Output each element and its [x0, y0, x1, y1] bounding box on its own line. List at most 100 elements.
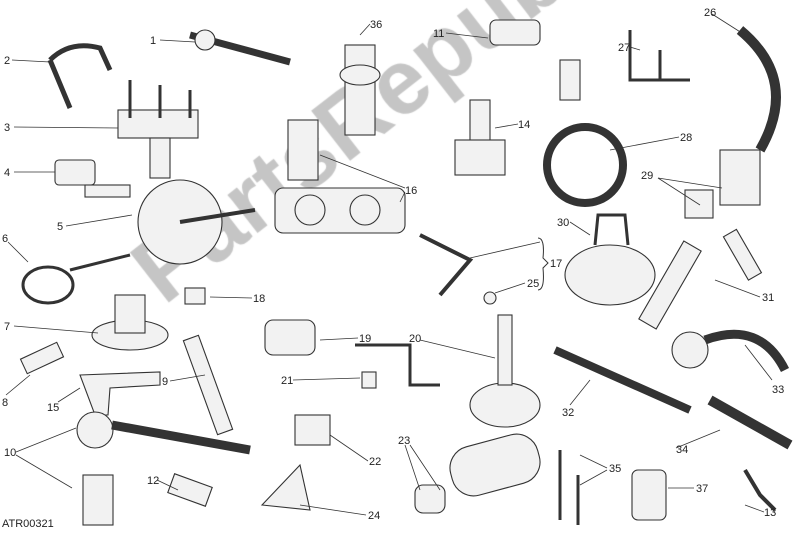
tool-6-strap	[21, 265, 75, 305]
leader-line-16	[399, 191, 406, 203]
leader-line-1	[159, 39, 196, 43]
tool-16-hole-a	[294, 194, 326, 226]
callout-36: 36	[370, 19, 383, 31]
leader-line-6	[7, 241, 29, 263]
leader-line-34	[675, 429, 721, 449]
leader-line-13	[744, 504, 765, 513]
tool-28-ring	[543, 123, 627, 207]
leader-line-12	[156, 479, 179, 491]
callout-5: 5	[57, 221, 64, 233]
callout-18: 18	[253, 293, 266, 305]
tool-14-shaft	[469, 99, 491, 146]
tool-21-bracket	[355, 343, 440, 387]
callout-26: 26	[704, 7, 717, 19]
leader-line-17	[469, 241, 541, 259]
tool-4-handle	[84, 184, 131, 198]
callout-30: 30	[557, 217, 570, 229]
callout-1: 1	[150, 35, 157, 47]
tool-31-body	[638, 240, 702, 330]
callout-22: 22	[369, 456, 382, 468]
diagram-code: ATR00321	[2, 518, 54, 530]
tool-26-arc	[736, 26, 781, 153]
leader-line-10	[15, 427, 77, 453]
leader-line-15	[57, 387, 81, 403]
leader-line-2	[11, 59, 51, 63]
leader-line-7	[13, 325, 99, 334]
callout-2: 2	[4, 55, 11, 67]
tool-27-gauge	[628, 30, 690, 82]
leader-line-32	[569, 379, 591, 406]
leader-line-33	[744, 344, 773, 381]
leader-line-22	[329, 434, 369, 462]
leader-line-8	[5, 374, 31, 396]
tool-17-assembly	[419, 233, 474, 297]
leader-line-21	[292, 377, 361, 381]
leader-line-19	[319, 337, 359, 341]
leader-line-35	[579, 469, 608, 486]
leader-line-23	[404, 444, 421, 491]
leader-line-10	[15, 454, 73, 489]
tool-23-grip	[449, 433, 541, 497]
tool-7-stem	[114, 294, 146, 334]
leader-line-31	[714, 279, 761, 298]
callout-24: 24	[368, 510, 381, 522]
tool-10-socket	[82, 474, 114, 526]
tool-16-hole-b	[349, 194, 381, 226]
callout-4: 4	[4, 167, 11, 179]
tool-33-ring	[671, 331, 709, 369]
tool-11-handle	[559, 59, 581, 101]
callout-9: 9	[162, 376, 169, 388]
tool-30-disk	[564, 244, 656, 306]
leader-line-18	[209, 296, 253, 299]
callout-32: 32	[562, 407, 575, 419]
leader-line-23	[409, 444, 441, 491]
brace-17-25	[537, 237, 549, 291]
leader-line-20	[419, 339, 496, 359]
tool-37-cup	[631, 469, 667, 521]
leader-line-9	[169, 374, 206, 382]
callout-29: 29	[641, 170, 654, 182]
leader-line-11	[445, 32, 489, 39]
leader-line-24	[299, 504, 367, 516]
callout-8: 8	[2, 397, 9, 409]
tool-30-handle	[593, 213, 630, 246]
tool-14-base	[454, 139, 506, 176]
tool-12-pin	[167, 473, 213, 507]
leader-line-28	[609, 136, 680, 151]
leader-line-36	[359, 23, 371, 36]
leader-line-5	[65, 214, 133, 227]
tool-20-dish	[469, 382, 541, 428]
callout-27: 27	[618, 42, 631, 54]
tool-3-stem	[149, 137, 171, 179]
callout-3: 3	[4, 122, 11, 134]
callout-17: 17	[550, 258, 563, 270]
tool-5-arm	[179, 208, 256, 224]
callout-31: 31	[762, 292, 775, 304]
tool-11-head	[489, 19, 541, 46]
tool-16-socket	[287, 119, 319, 181]
callout-14: 14	[518, 119, 531, 131]
callout-33: 33	[772, 384, 785, 396]
tool-25-washer	[483, 291, 497, 305]
tool-9-drift	[182, 334, 234, 436]
tool-4-body	[54, 159, 96, 186]
callout-7: 7	[4, 321, 11, 333]
leader-line-25	[494, 282, 526, 294]
tool-19-block	[264, 319, 316, 356]
tool-22-block	[294, 414, 331, 446]
callout-13: 13	[764, 507, 777, 519]
tool-1-head	[194, 29, 216, 51]
tool-36-body	[344, 44, 376, 136]
callout-25: 25	[527, 278, 540, 290]
leader-line-35	[579, 454, 608, 469]
tool-24-cone	[260, 463, 311, 511]
tool-15-bracket	[79, 371, 161, 416]
tool-33-arm	[703, 329, 790, 373]
tool-29-sleeve	[719, 149, 761, 206]
leader-line-27	[629, 46, 641, 51]
leader-line-26	[711, 13, 746, 36]
callout-28: 28	[680, 132, 693, 144]
tool-6-shaft	[69, 253, 131, 272]
leader-line-29	[657, 177, 723, 189]
